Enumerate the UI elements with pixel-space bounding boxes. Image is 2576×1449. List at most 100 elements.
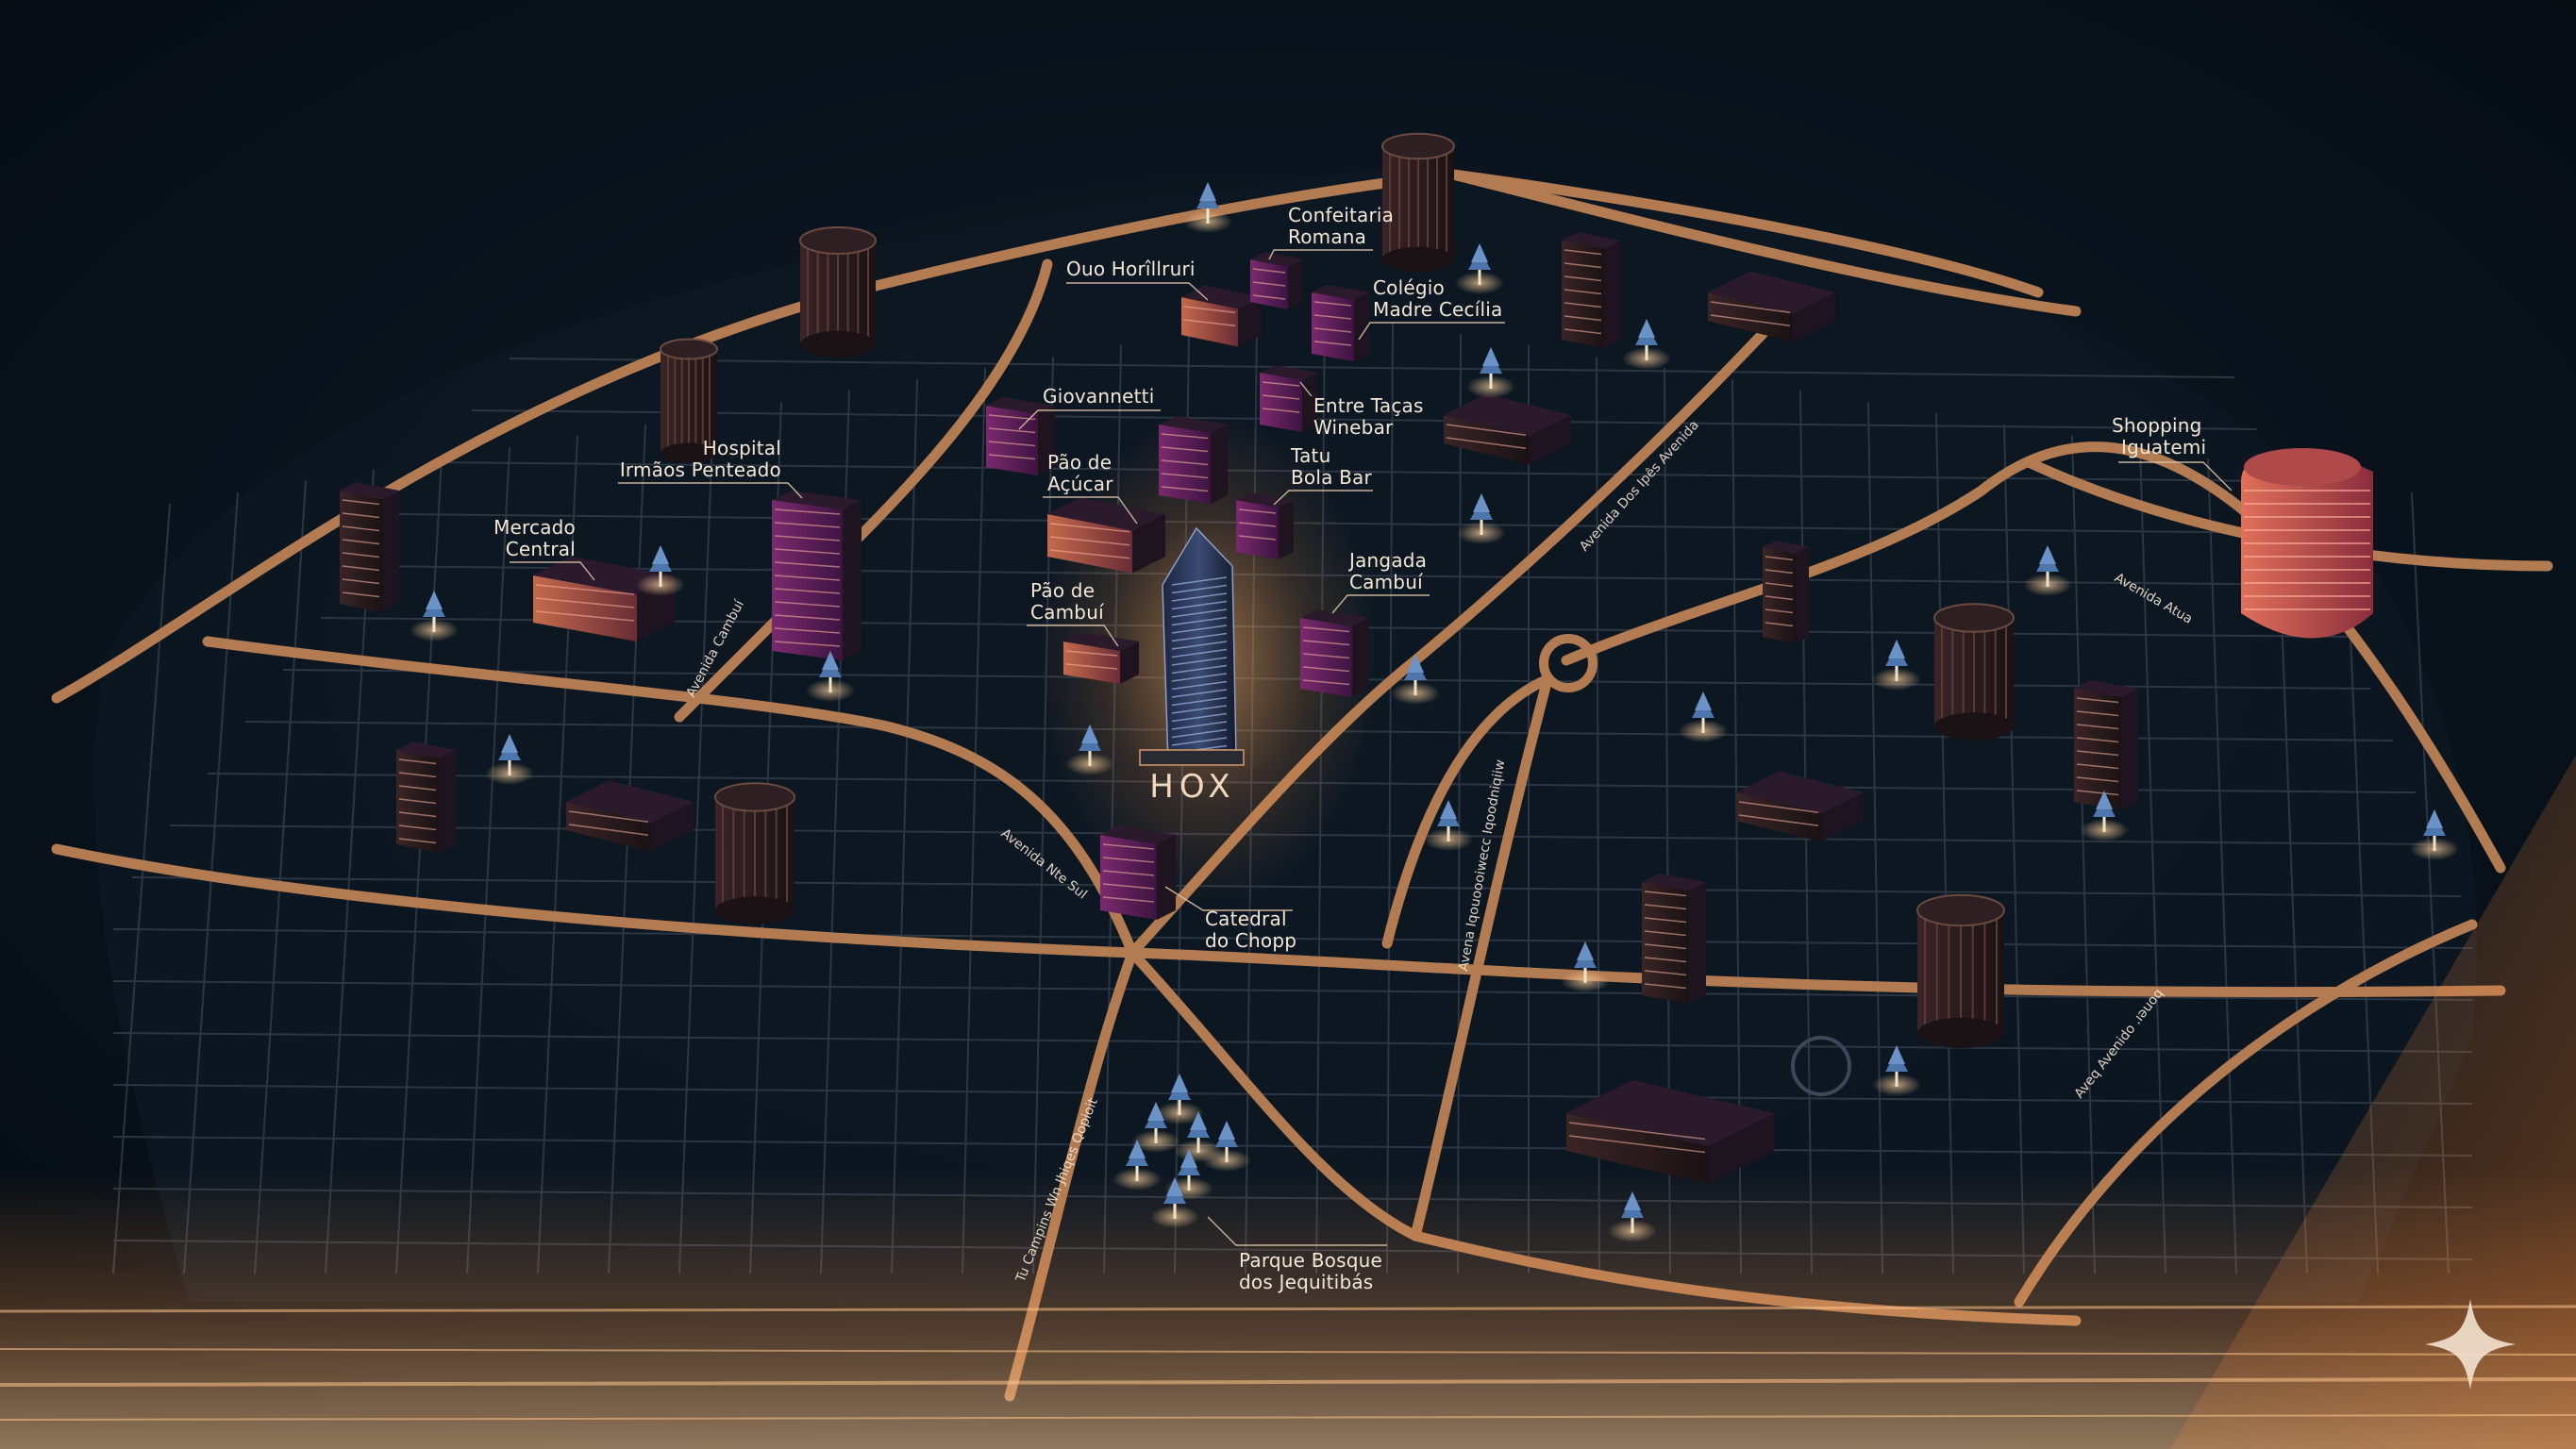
building-roof [1763,541,1809,554]
poi-ouo-horilruri[interactable]: Ouo Horîllruri [1066,258,1209,301]
building-window-row [1765,608,1794,614]
building-window-row [342,525,380,532]
building-roof [1300,609,1369,626]
poi-entre-tacas-winebar[interactable]: Entre Taças Winebar [1299,381,1424,439]
building-face [1642,882,1689,1004]
building-window-row [1644,930,1687,937]
building-window-row [2076,737,2119,743]
poi-mercado-central[interactable]: Mercado Central [493,516,595,581]
poi-hospital-irmaos-penteado[interactable]: Hospital Irmãos Penteado [618,437,803,499]
building-roof [1250,252,1303,267]
tower-window-row [1171,657,1228,666]
tower-window-row [1171,616,1228,626]
building-window-row [1446,424,1527,436]
dark-building [1566,1080,1774,1184]
tree-icon [1183,182,1232,233]
poi-label-line: Cambuí [1030,601,1105,624]
building-window-row [1313,341,1352,346]
building-window-row [1161,433,1209,440]
building-window-row [1161,446,1209,453]
building-window-row [1161,459,1209,466]
building-window-row [1238,522,1277,527]
building-window-row [1644,917,1687,924]
building-window-row [398,811,437,818]
poi-leader-line [618,482,803,499]
building-window-row [398,798,437,805]
poi-confeitaria-romana[interactable]: Confeitaria Romana [1268,204,1394,260]
building-roof [1100,825,1176,844]
poi-jangada-cambui[interactable]: Jangada Cambuí [1331,549,1430,614]
building-face [340,491,382,612]
landmark-building [1181,285,1262,347]
building-side [1288,259,1303,309]
building-window-row [1302,653,1350,659]
poi-label-line: do Chopp [1205,929,1296,952]
landmark-building [1300,609,1369,697]
poi-giovannetti[interactable]: Giovannetti [1018,385,1161,430]
poi-pao-de-cambui[interactable]: Pão de Cambuí [1027,579,1119,647]
building-window-row [1252,294,1286,300]
poi-label-line: Entre Taças [1313,394,1424,417]
poi-label-line: Winebar [1313,416,1394,439]
building-roof [2074,680,2138,697]
building-window-row [1302,666,1350,673]
cylinder-base [1934,712,2014,741]
minor-street [112,980,2473,1001]
landmark-building [1250,252,1303,309]
building-window-row [1765,595,1794,601]
poi-pao-de-acucar[interactable]: Pão de Açúcar [1043,451,1138,525]
building-window-row [342,565,380,572]
tree-crown-top [2039,545,2056,564]
building-roof [1708,271,1835,314]
trees-layer [410,182,2459,1242]
building-window-row [1161,473,1209,479]
building-window-row [1644,970,1687,976]
dark-building [340,482,399,612]
cylinder-base [715,896,795,924]
building-side [1157,835,1176,920]
tree-crown-top [1638,319,1655,338]
building-window-row [342,499,380,506]
building-window-row [1102,896,1155,903]
building-window-row [1049,536,1130,546]
featured-tower[interactable]: HOX [1139,526,1245,806]
cylinder-base [1917,1017,2004,1049]
building-window-row [1644,943,1687,950]
dark-building [2074,680,2138,810]
minor-street [183,491,239,1274]
poi-colegio-madre-cecilia[interactable]: Colégio Madre Cecília [1358,276,1505,341]
buildings-layer [340,132,2373,1184]
poi-label-line: Giovannetti [1043,385,1154,408]
road-link [1381,674,1553,949]
minor-street [131,876,2462,897]
poi-tatu-bola-bar[interactable]: Tatu Bola Bar [1273,444,1373,506]
tree-crown-top [426,591,443,609]
building-side [1604,241,1621,348]
tree-icon [1150,1177,1199,1228]
cylinder-top [1916,893,2005,927]
poi-parque-bosque-jequitibas[interactable]: Parque Bosque dos Jequitibás [1207,1216,1387,1293]
building-window-row [1262,394,1300,400]
minor-street [891,378,918,1274]
building-roof [1736,771,1864,814]
poi-label-line: Irmãos Penteado [620,458,781,481]
light-streaks [0,1305,2576,1421]
poi-catedral-do-chopp[interactable]: Catedral do Chopp [1164,886,1296,952]
cylinder-base [800,331,876,358]
building-window-row [1102,883,1155,890]
building-window-row [2076,776,2119,783]
tree-icon [1391,654,1440,705]
tree-icon [1872,640,1921,691]
poi-shopping-iguatemi[interactable]: Shopping Iguatemi [2112,414,2233,491]
building-face [1566,1113,1708,1184]
cylinder-base [1382,246,1454,273]
tower-window-row [1171,600,1228,610]
tower-window-row [1171,608,1228,618]
poi-leader-line [1273,490,1373,506]
tower-window-row [1171,696,1228,707]
building-window-row [774,535,841,541]
poi-label-line: Cambuí [1349,571,1424,593]
minor-street [2139,446,2166,1274]
landmark-building [1236,492,1294,559]
building-roof [1181,285,1262,309]
